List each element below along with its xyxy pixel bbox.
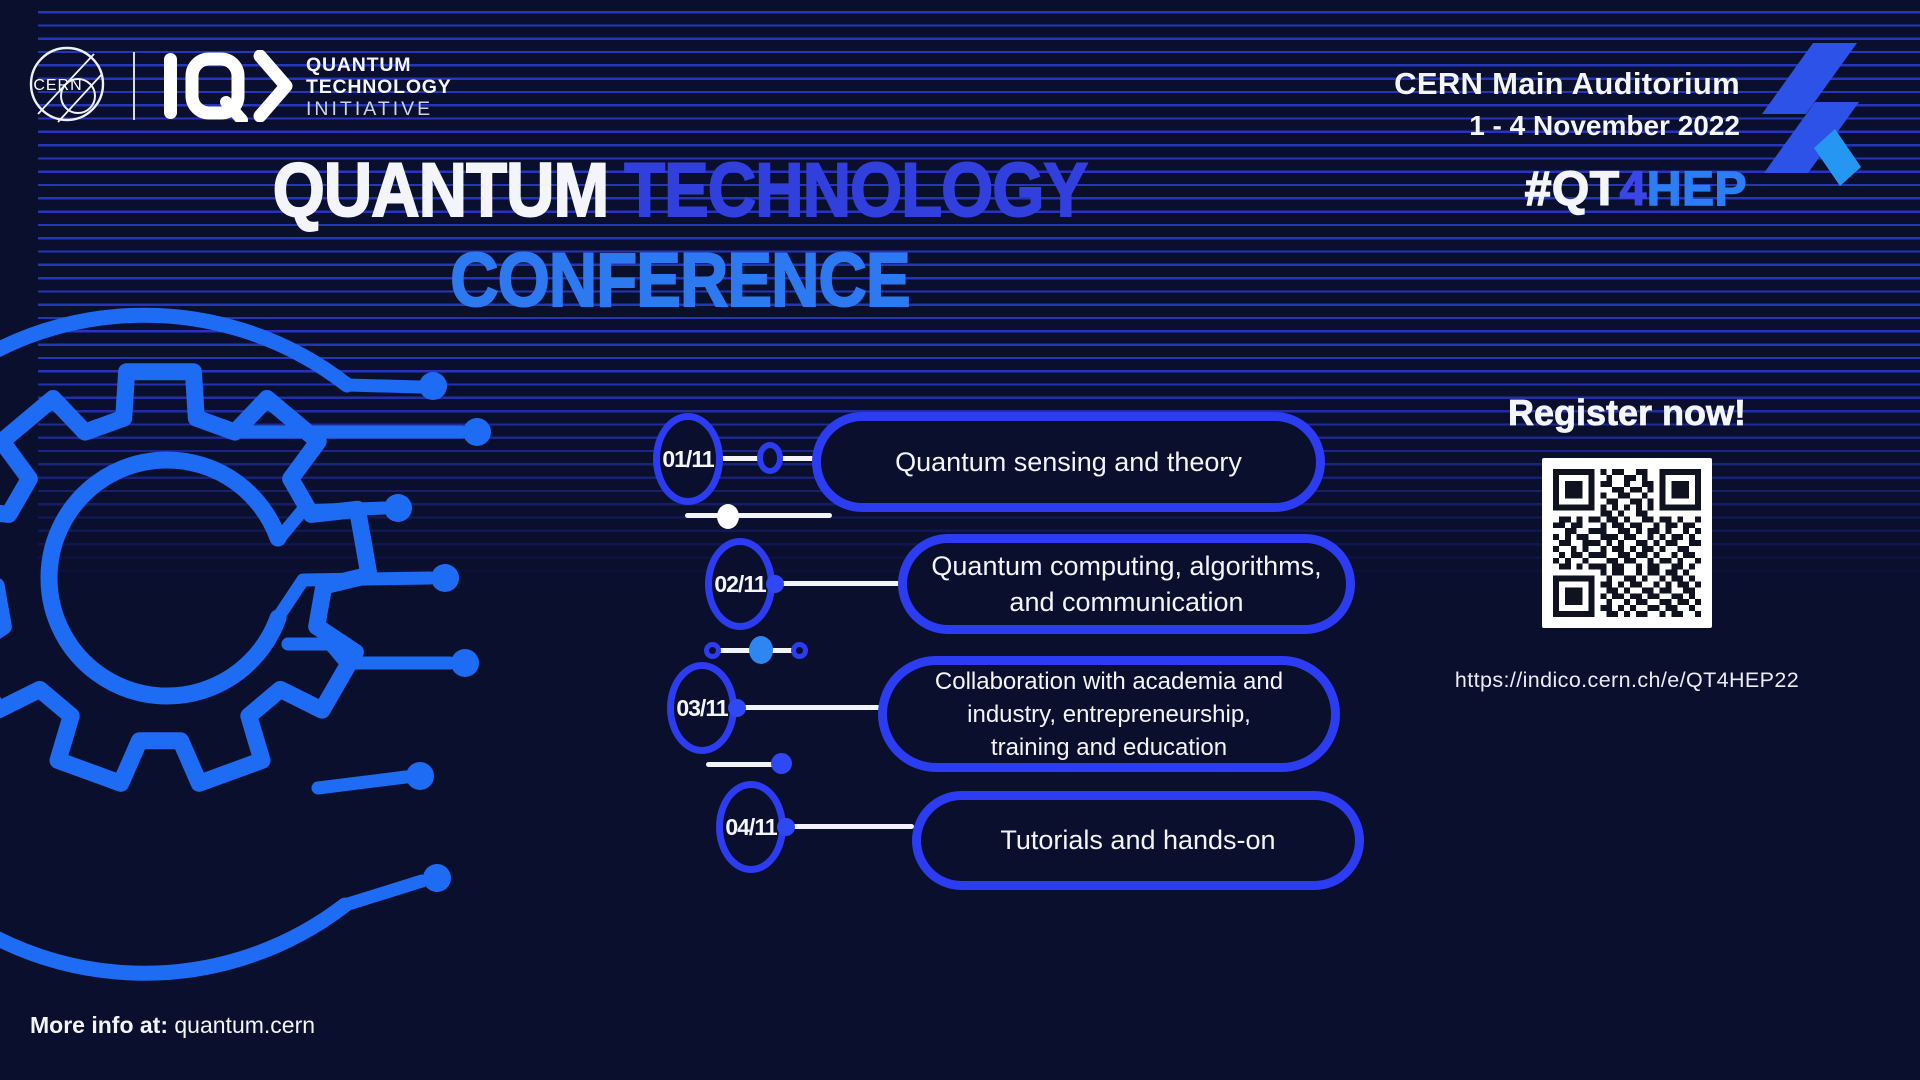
venue-text: CERN Main Auditorium: [1394, 66, 1740, 101]
timeline-connector-line: [735, 705, 880, 710]
timeline-node-hollow: [704, 642, 721, 659]
topic-text: Quantum computing, algorithms, and commu…: [931, 551, 1322, 617]
hashtag-prefix: #QT: [1524, 162, 1620, 216]
register-title: Register now!: [1507, 392, 1747, 434]
gear-icon: [0, 363, 378, 792]
iq-logo-icon: [164, 50, 293, 122]
timeline-node-dot: [766, 575, 784, 593]
timeline-node-dot: [777, 818, 795, 836]
timeline-node-azure: [749, 636, 773, 664]
qti-line3: INITIATIVE: [306, 98, 434, 120]
topic-text: Quantum sensing and theory: [895, 446, 1242, 477]
timeline-date-4: 04/11: [716, 781, 786, 873]
cern-logo: CERN: [29, 46, 105, 123]
timeline-connector-line: [706, 762, 776, 767]
arrow-logo-icon: [1762, 43, 1861, 186]
timeline-connector-line: [685, 513, 832, 518]
timeline-topic-3: Collaboration with academia and industry…: [878, 656, 1340, 772]
hashtag-number: 4: [1619, 162, 1647, 216]
footer-label: More info at:: [30, 1012, 168, 1038]
trace-dots: [384, 372, 491, 892]
timeline-topic-1: Quantum sensing and theory: [812, 412, 1325, 512]
title-word-technology: TECHNOLOGY: [623, 147, 1089, 234]
footer-info: More info at: quantum.cern: [30, 1012, 315, 1039]
date-text: 01/11: [662, 445, 714, 472]
topic-text: Collaboration with academia and industry…: [934, 667, 1284, 761]
date-text: 02/11: [714, 570, 766, 597]
qti-line1: QUANTUM: [306, 54, 412, 76]
footer-site-link[interactable]: quantum.cern: [174, 1012, 316, 1038]
qti-line2: TECHNOLOGY: [306, 76, 452, 98]
topic-text: Tutorials and hands-on: [1000, 825, 1276, 855]
timeline-connector-line: [784, 824, 914, 829]
outer-arc-icon: [0, 307, 355, 981]
qr-code-icon: [1553, 469, 1701, 617]
registration-url-link[interactable]: https://indico.cern.ch/e/QT4HEP22: [1454, 668, 1800, 692]
event-hashtag: #QT4HEP: [1000, 162, 1747, 217]
qti-wordmark: QUANTUM TECHNOLOGY INITIATIVE: [306, 54, 452, 120]
cern-logo-text: CERN: [33, 77, 82, 94]
title-line2: CONFERENCE: [449, 237, 911, 324]
timeline-topic-4: Tutorials and hands-on: [912, 791, 1364, 890]
hashtag-suffix: HEP: [1646, 162, 1747, 216]
timeline-node-dot: [771, 753, 792, 774]
timeline-topic-2: Quantum computing, algorithms, and commu…: [898, 534, 1355, 634]
title-word-quantum: QUANTUM: [272, 147, 610, 234]
circuit-gear-art: [0, 307, 491, 981]
event-dates: 1 - 4 November 2022: [1469, 110, 1740, 141]
timeline-date-2: 02/11: [705, 538, 775, 630]
date-text: 03/11: [676, 694, 728, 721]
header-divider: [133, 52, 135, 120]
timeline-date-3: 03/11: [667, 662, 737, 754]
timeline-date-1: 01/11: [653, 413, 723, 505]
timeline-connector-line: [773, 581, 900, 586]
date-text: 04/11: [725, 813, 777, 840]
timeline-node-hollow: [791, 642, 808, 659]
circuit-traces: [231, 378, 469, 912]
timeline-node-hollow: [757, 442, 783, 474]
timeline-node-white: [717, 504, 739, 529]
timeline-node-dot: [728, 699, 746, 717]
qr-code: [1542, 458, 1712, 628]
